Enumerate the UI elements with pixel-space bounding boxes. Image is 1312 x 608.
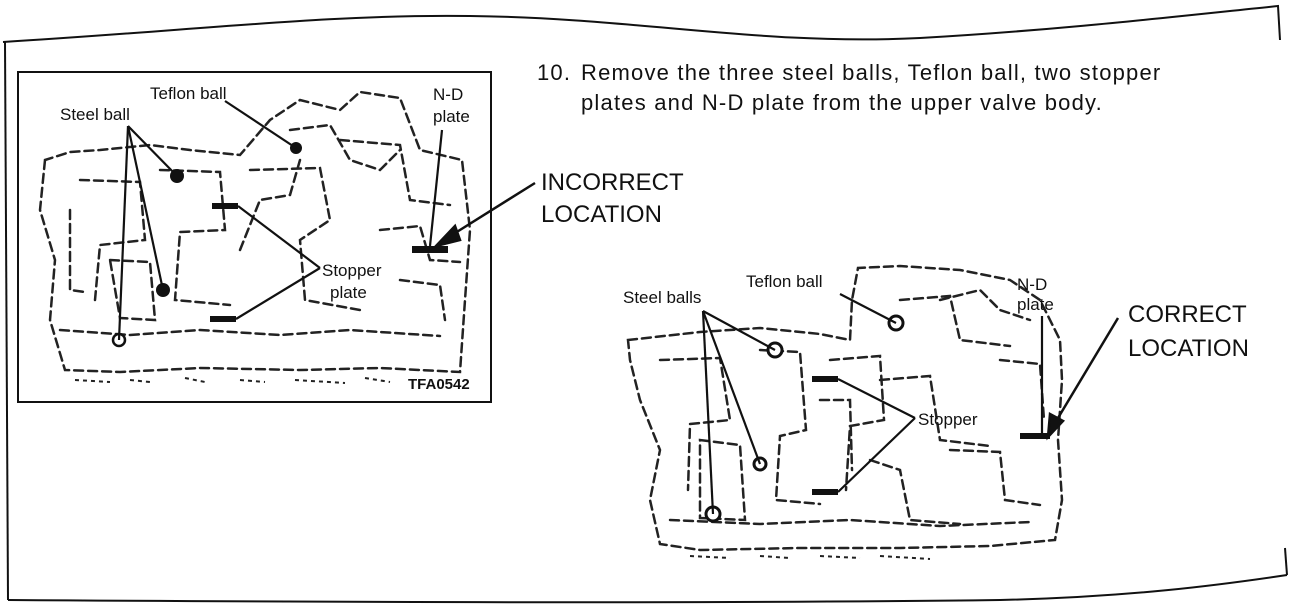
step-number: 10. xyxy=(537,60,572,85)
incorrect-location-line2: LOCATION xyxy=(541,201,662,228)
leader-lines-correct xyxy=(701,293,1044,515)
valve-body-upper-incorrect xyxy=(38,90,472,374)
stopper-plate-label: plate xyxy=(330,283,367,302)
step-instruction: 10. Remove the three steel balls, Teflon … xyxy=(537,58,1277,118)
valve-body-lower-details-correct xyxy=(689,555,931,560)
stopper-plate-2 xyxy=(210,316,236,322)
steel-ball-label: Steel ball xyxy=(60,105,130,124)
teflon-ball-label: Teflon ball xyxy=(150,84,227,103)
nd-plate-correct xyxy=(1020,433,1050,439)
figure-border xyxy=(17,71,492,403)
valve-body-lower-details xyxy=(74,377,391,384)
nd-plate xyxy=(412,246,448,253)
nd-label: N-D xyxy=(433,85,463,104)
correct-location-line1: CORRECT xyxy=(1128,301,1247,328)
incorrect-figure xyxy=(17,71,492,403)
nd-label-correct: N-D xyxy=(1017,275,1047,294)
incorrect-location-arrow xyxy=(432,181,536,249)
teflon-ball-label-correct: Teflon ball xyxy=(746,272,823,291)
page-frame xyxy=(2,4,1288,604)
step-line-1: Remove the three steel balls, Teflon bal… xyxy=(581,60,1162,85)
figure-code: TFA0542 xyxy=(408,376,470,393)
valve-body-upper-correct xyxy=(626,264,1064,552)
steel-balls-label: Steel balls xyxy=(623,288,701,307)
correct-location-arrow xyxy=(1046,317,1120,441)
nd-plate-label: plate xyxy=(433,107,470,126)
stopper-plate-1 xyxy=(212,203,238,209)
stopper-plate-1-correct xyxy=(812,376,838,382)
nd-plate-label-correct: plate xyxy=(1017,295,1054,314)
correct-figure xyxy=(626,264,1064,560)
incorrect-location-line1: INCORRECT xyxy=(541,169,684,196)
stopper-plate-2-correct xyxy=(812,489,838,495)
correct-location-line2: LOCATION xyxy=(1128,335,1249,362)
stopper-label-correct: Stopper xyxy=(918,410,978,429)
leader-lines-incorrect xyxy=(117,100,444,341)
stopper-label: Stopper xyxy=(322,261,382,280)
step-line-2: plates and N-D plate from the upper valv… xyxy=(581,90,1103,115)
